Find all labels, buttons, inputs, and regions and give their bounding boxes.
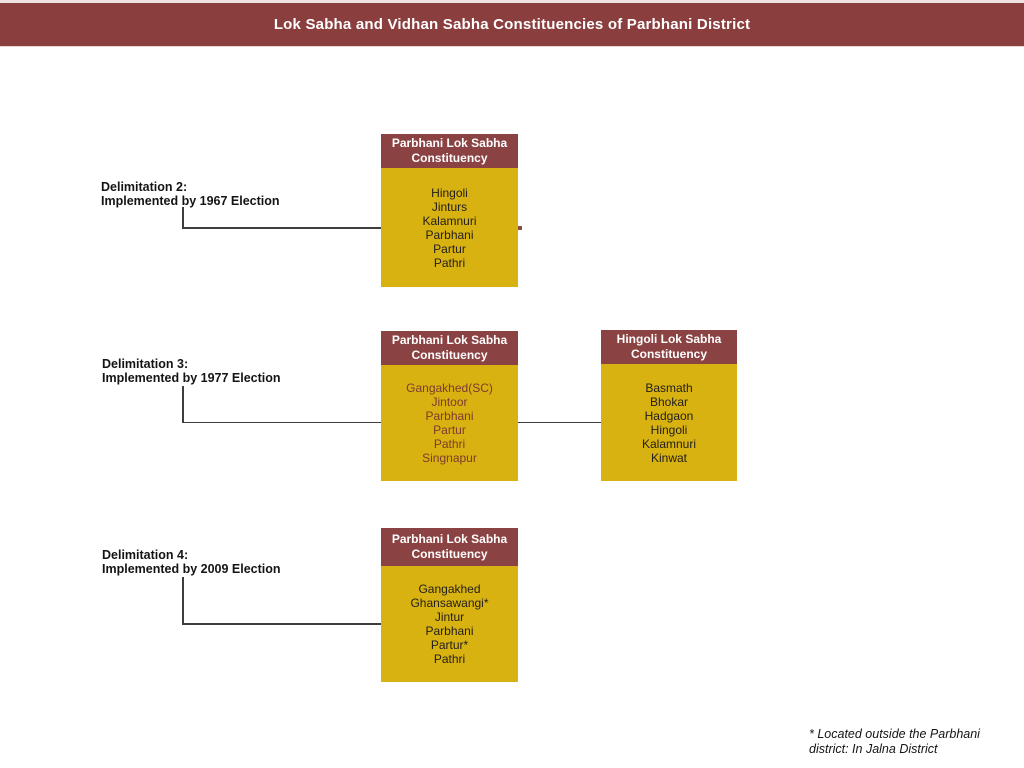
page-title: Lok Sabha and Vidhan Sabha Constituencie…	[273, 16, 751, 33]
connector-stub	[518, 226, 522, 230]
box-body: Basmath Bhokar Hadgaon Hingoli Kalamnuri…	[601, 364, 737, 481]
section-label-delimitation-3: Delimitation 3: Implemented by 1977 Elec…	[102, 357, 281, 385]
box-body: Gangakhed Ghansawangi* Jintur Parbhani P…	[381, 566, 518, 682]
box-body: Gangakhed(SC) Jintoor Parbhani Partur Pa…	[381, 365, 518, 481]
constituency-item: Pathri	[433, 652, 466, 666]
box-header: Parbhani Lok Sabha Constituency	[381, 331, 518, 365]
box-header-line1: Parbhani Lok Sabha	[391, 136, 508, 150]
section-label-delimitation-4: Delimitation 4: Implemented by 2009 Elec…	[102, 548, 281, 576]
constituency-item: Gangakhed	[418, 582, 481, 596]
title-bar: Lok Sabha and Vidhan Sabha Constituencie…	[0, 0, 1024, 47]
constituency-item: Hingoli	[431, 185, 468, 200]
section-label-subtitle: Implemented by 1977 Election	[102, 371, 281, 385]
constituency-item: Basmath	[645, 380, 693, 395]
section-label-subtitle: Implemented by 2009 Election	[102, 562, 281, 576]
box-header-line2: Constituency	[411, 151, 488, 165]
footnote-line1: * Located outside the Parbhani	[809, 727, 980, 741]
constituency-box-parbhani-1967: Parbhani Lok Sabha Constituency Hingoli …	[381, 134, 518, 287]
box-header-line2: Constituency	[411, 547, 488, 561]
constituency-item: Kinwat	[650, 450, 688, 465]
connector-horizontal-line	[182, 623, 381, 625]
constituency-box-parbhani-1977: Parbhani Lok Sabha Constituency Gangakhe…	[381, 331, 518, 481]
box-header: Parbhani Lok Sabha Constituency	[381, 528, 518, 566]
box-header-line2: Constituency	[411, 348, 488, 362]
section-label-title: Delimitation 4:	[102, 548, 189, 562]
constituency-item: Parbhani	[425, 624, 474, 638]
connector-vertical-line	[182, 577, 184, 624]
constituency-item: Pathri	[433, 437, 466, 451]
connector-horizontal-line	[182, 227, 381, 229]
constituency-item: Hingoli	[650, 422, 688, 437]
section-label-title: Delimitation 3:	[102, 357, 189, 371]
connector-vertical-line	[182, 386, 184, 422]
constituency-item: Jintoor	[431, 395, 468, 409]
box-header: Parbhani Lok Sabha Constituency	[381, 134, 518, 168]
box-header-line2: Constituency	[630, 347, 707, 361]
constituency-item: Pathri	[433, 255, 466, 270]
constituency-item: Bhokar	[649, 394, 689, 409]
constituency-item: Kalamnuri	[641, 436, 697, 451]
section-label-subtitle: Implemented by 1967 Election	[101, 194, 280, 208]
box-body: Hingoli Jinturs Kalamnuri Parbhani Partu…	[381, 168, 518, 287]
constituency-item: Parbhani	[425, 409, 474, 423]
section-label-delimitation-2: Delimitation 2: Implemented by 1967 Elec…	[101, 180, 280, 208]
constituency-box-hingoli-1977: Hingoli Lok Sabha Constituency Basmath B…	[601, 330, 737, 481]
constituency-item: Parbhani	[425, 227, 474, 242]
box-header-line1: Hingoli Lok Sabha	[616, 332, 722, 346]
box-header: Hingoli Lok Sabha Constituency	[601, 330, 737, 364]
constituency-item: Ghansawangi*	[410, 596, 489, 610]
box-header-line1: Parbhani Lok Sabha	[391, 532, 508, 546]
constituency-item: Partur	[433, 241, 466, 256]
box-header-line1: Parbhani Lok Sabha	[391, 333, 508, 347]
section-label-title: Delimitation 2:	[101, 180, 188, 194]
connector-horizontal-line	[182, 421, 381, 423]
constituency-item: Singnapur	[422, 451, 477, 465]
connector-vertical-line	[182, 207, 184, 228]
constituency-box-parbhani-2009: Parbhani Lok Sabha Constituency Gangakhe…	[381, 528, 518, 682]
constituency-item: Jintur	[434, 610, 465, 624]
constituency-item: Gangakhed(SC)	[406, 381, 493, 395]
constituency-item: Partur	[433, 423, 466, 437]
constituency-item: Partur*	[430, 638, 469, 652]
constituency-item: Jinturs	[431, 199, 468, 214]
constituency-item: Hadgaon	[644, 408, 694, 423]
footnote-line2: district: In Jalna District	[809, 742, 938, 756]
connector-horizontal-line-between-boxes	[518, 421, 601, 423]
constituency-item: Kalamnuri	[422, 213, 477, 228]
footnote: * Located outside the Parbhani district:…	[809, 727, 980, 757]
